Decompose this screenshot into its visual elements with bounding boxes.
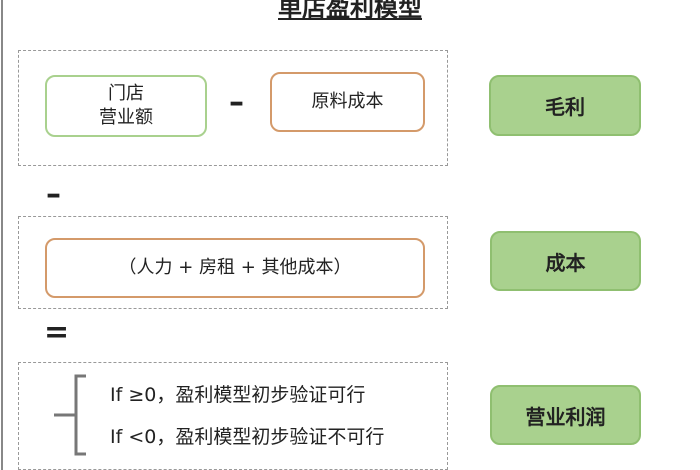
cost-group	[18, 216, 448, 309]
left-border-line	[1, 0, 3, 470]
gross-profit-group	[18, 50, 448, 166]
minus-operator: –	[229, 85, 244, 120]
material-cost-box: 原料成本	[270, 72, 425, 132]
condition-negative: If <0，盈利模型初步验证不可行	[110, 426, 385, 448]
page-title: 单店盈利模型	[278, 0, 422, 22]
operating-profit-result: 营业利润	[490, 385, 641, 445]
equals-operator: =	[44, 315, 70, 350]
minus-operator-2: –	[46, 177, 61, 212]
costs-box: （人力 + 房租 + 其他成本）	[45, 238, 425, 298]
condition-positive: If ≥0，盈利模型初步验证可行	[110, 384, 366, 406]
bracket-icon	[54, 374, 86, 456]
store-revenue-box: 门店 营业额	[45, 75, 207, 137]
cost-result: 成本	[490, 231, 641, 291]
gross-profit-result: 毛利	[489, 75, 641, 136]
